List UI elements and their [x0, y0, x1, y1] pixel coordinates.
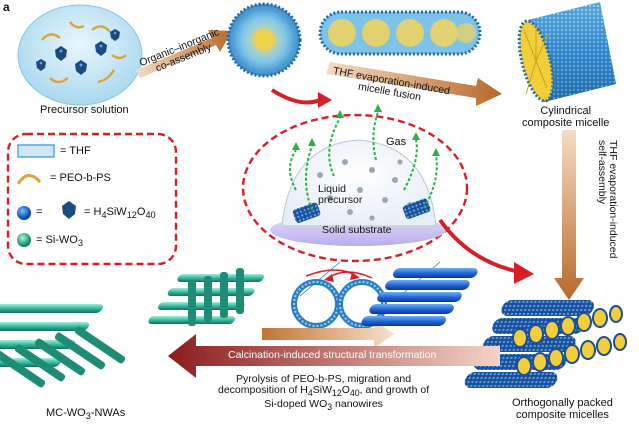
pyrolysis-3b: nanowires	[332, 397, 383, 410]
label-pyrolysis-line3: Si-doped WO3 nanowires	[218, 397, 429, 413]
blue-rod-stack	[361, 268, 478, 326]
pyrolysis-2a: decomposition of H	[218, 384, 308, 397]
label-liquid-line2: precursor	[318, 194, 363, 207]
precursor-solution-bubble	[17, 4, 143, 106]
droplet-zoom-outline	[241, 113, 469, 263]
label-cylindrical-line2: composite micelle	[522, 116, 610, 129]
legend-peo: = PEO-b-PS	[50, 172, 111, 184]
pyrolysis-2c: O	[341, 384, 350, 397]
liquid-droplet	[270, 139, 446, 246]
pyrolysis-2-sub1: 4	[307, 388, 313, 399]
legend-h4siw12o40: = H4SiW12O40	[84, 206, 156, 220]
label-cylindrical-line1: Cylindrical	[540, 105, 592, 117]
label-gas: Gas	[386, 136, 407, 148]
label-pyrolysis-line2: decomposition of H4SiW12O40, and growth …	[218, 385, 429, 399]
label-self-assembly-line1: THF evaporation-induced	[607, 140, 619, 259]
cylindrical-micelle	[517, 2, 616, 103]
green-rod-stack-small	[148, 268, 264, 326]
legend-h4-sub3: 40	[145, 210, 156, 221]
legend-box	[6, 132, 178, 266]
mc-wo3-a: MC-WO	[46, 407, 86, 419]
panel-letter: a	[3, 0, 10, 14]
label-solid-substrate: Solid substrate	[322, 224, 392, 236]
label-pyrolysis-line1: Pyrolysis of PEO-b-PS, migration and	[236, 373, 412, 385]
pyrolysis-2-sub2: 12	[332, 388, 342, 399]
arrow-small-transform	[262, 320, 394, 348]
label-liquid-precursor: Liquid precursor	[318, 183, 363, 207]
label-orthogonal-micelles: Orthogonally packed composite micelles	[512, 397, 613, 422]
gas-arrows	[289, 111, 438, 211]
legend-h4-o: O	[136, 206, 146, 218]
legend-equals: =	[36, 206, 43, 218]
arrow-red-to-orthogonal	[438, 218, 521, 274]
arrow-micelle-fusion	[326, 62, 502, 106]
legend-si-wo3-text: = Si-WO	[36, 234, 78, 246]
pyrolysis-2b: SiW	[312, 384, 333, 397]
mc-wo3-nwas	[0, 304, 126, 388]
label-orthogonal-line2: composite micelles	[515, 408, 609, 421]
legend-h4-mid: SiW	[106, 206, 127, 218]
legend-thf: = THF	[60, 145, 91, 157]
orthogonal-micelles	[464, 300, 627, 388]
label-cylindrical-micelle: Cylindrical composite micelle	[522, 105, 610, 130]
label-precursor-solution: Precursor solution	[40, 104, 129, 116]
legend-h4-eq: = H	[84, 206, 102, 218]
label-pyrolysis: Pyrolysis of PEO-b-PS, migration and dec…	[218, 373, 429, 413]
spherical-micelle	[226, 2, 302, 78]
label-mc-wo3-nwas: MC-WO3-NWAs	[46, 407, 126, 422]
legend-h4-sub1: 4	[101, 210, 107, 221]
arrow-calcination	[168, 334, 500, 378]
mc-wo3-b: -NWAs	[90, 407, 126, 419]
zoom-lines	[299, 261, 441, 297]
arrow-co-assembly	[136, 30, 232, 78]
label-liquid-line1: Liquid	[318, 183, 347, 195]
legend-symbols	[16, 144, 76, 247]
arrow-red-to-dome	[270, 88, 321, 105]
mc-wo3-sub: 3	[85, 411, 91, 422]
label-self-assembly-line2: self-assembly	[595, 140, 608, 205]
label-calcination: Calcination-induced structural transform…	[228, 349, 437, 361]
legend-h4-sub2: 12	[126, 210, 137, 221]
pyrolysis-3a: Si-doped WO	[264, 397, 328, 410]
pyrolysis-3-sub: 3	[327, 401, 333, 412]
label-orthogonal-line1: Orthogonally packed	[512, 397, 613, 409]
pyrolysis-2d: , and growth of	[359, 384, 430, 397]
legend-si-wo3: = Si-WO3	[36, 234, 83, 248]
fused-micelle-chain	[318, 10, 482, 56]
label-self-assembly: THF evaporation-induced self-assembly	[595, 140, 619, 259]
legend-si-wo3-sub: 3	[77, 238, 83, 249]
arrow-self-assembly	[554, 130, 584, 300]
pyrolysis-2-sub3: 40	[349, 388, 360, 399]
